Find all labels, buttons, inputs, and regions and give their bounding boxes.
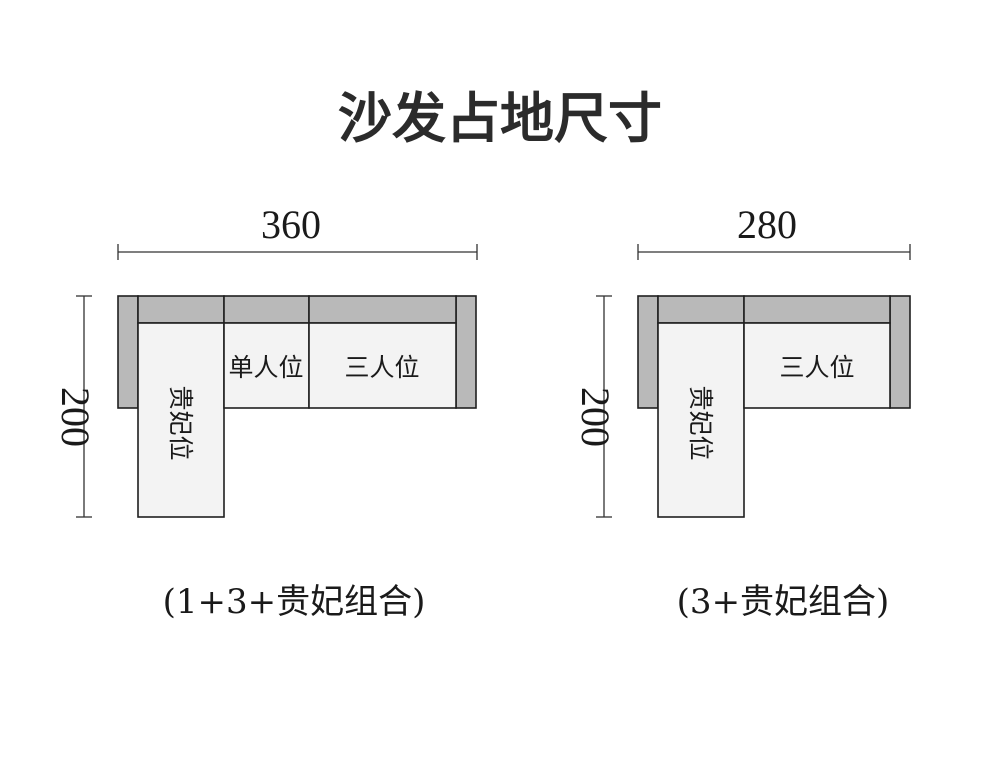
backrest-single	[223, 295, 310, 324]
seat-chaise	[137, 322, 225, 518]
depth-label: 200	[573, 387, 618, 447]
width-dimension: 280	[637, 202, 911, 260]
page-title: 沙发占地尺寸	[338, 86, 662, 150]
depth-dimension: 200	[573, 295, 618, 518]
sofa-plan: 单人位 三人位 贵妃位	[117, 295, 477, 518]
width-label: 280	[737, 202, 797, 247]
backrest-chaise	[657, 295, 745, 324]
layout-3-chaise: 280 200 三人位 贵妃位 (3+贵妃组合)	[573, 202, 911, 622]
left-armrest	[117, 295, 139, 409]
width-label: 360	[261, 202, 321, 247]
seat-triple	[743, 322, 891, 409]
layout-1-plus-3-chaise: 360 200 单人位 三人位 贵妃位 (1+3+贵妃组合)	[53, 202, 478, 622]
right-armrest	[455, 295, 477, 409]
backrest-triple	[743, 295, 891, 324]
seat-chaise-label: 贵妃位	[166, 385, 195, 460]
seat-chaise	[657, 322, 745, 518]
seat-triple	[308, 322, 457, 409]
left-armrest	[637, 295, 659, 409]
depth-label: 200	[53, 387, 98, 447]
seat-triple-label: 三人位	[779, 353, 854, 382]
width-dimension: 360	[117, 202, 478, 260]
depth-dimension: 200	[53, 295, 98, 518]
backrest-chaise	[137, 295, 225, 324]
seat-single-label: 单人位	[228, 353, 303, 382]
seat-chaise-label: 贵妃位	[686, 385, 715, 460]
right-armrest	[889, 295, 911, 409]
seat-triple-label: 三人位	[344, 353, 419, 382]
layout-caption: (3+贵妃组合)	[677, 582, 890, 622]
sofa-plan: 三人位 贵妃位	[637, 295, 911, 518]
layout-caption: (1+3+贵妃组合)	[163, 582, 426, 622]
backrest-triple	[308, 295, 457, 324]
